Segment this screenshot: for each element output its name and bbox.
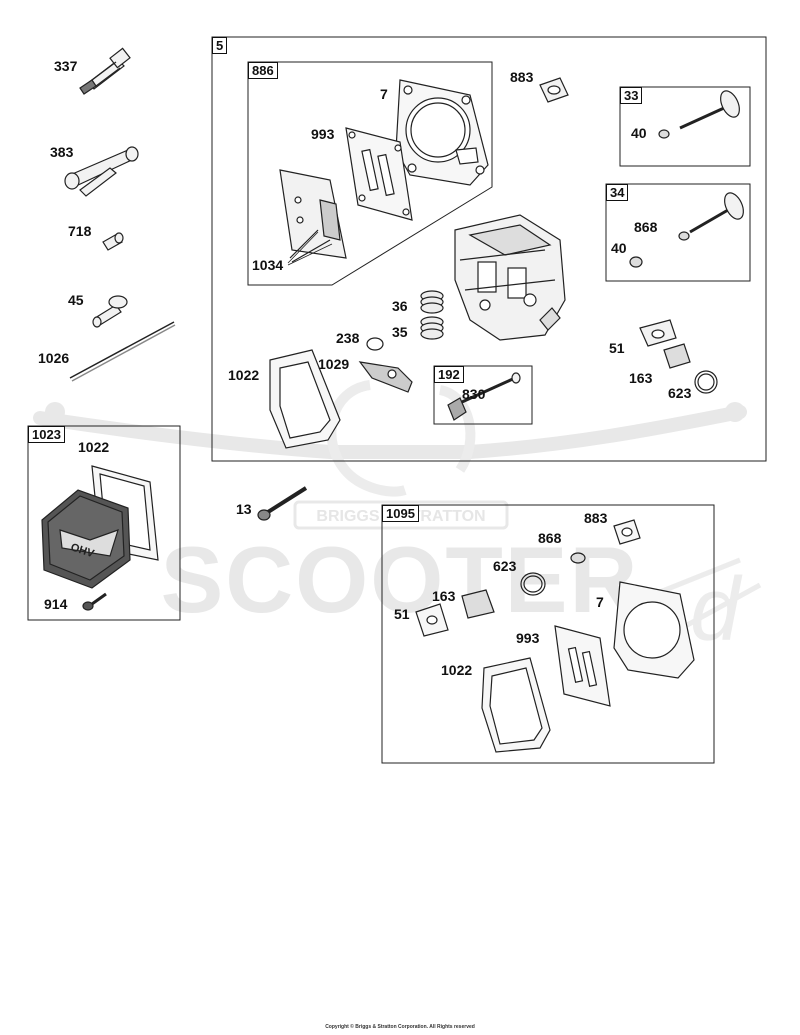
callout-36: 36	[392, 298, 408, 314]
callout-7-set: 7	[596, 594, 604, 610]
group-5-label: 5	[212, 37, 228, 54]
callout-35: 35	[392, 324, 408, 340]
group-5-frame	[211, 36, 767, 462]
intake-gaskets-part	[639, 319, 718, 394]
valve-seal-part	[366, 337, 384, 351]
group-886-label: 886	[248, 62, 278, 79]
callout-993-set: 993	[516, 630, 540, 646]
callout-163: 163	[629, 370, 653, 386]
callout-1022: 1022	[228, 367, 260, 383]
breather-plate-part	[279, 169, 347, 263]
rocker-arm-part	[358, 361, 413, 393]
callout-1022-cover: 1022	[78, 439, 110, 455]
callout-883-set: 883	[584, 510, 608, 526]
callout-51-set: 51	[394, 606, 410, 622]
spark-plug-part	[79, 47, 131, 95]
callout-1022-set: 1022	[441, 662, 473, 678]
callout-718: 718	[68, 223, 92, 239]
group-1095-label: 1095	[382, 505, 419, 522]
group-34-label: 34	[606, 184, 629, 201]
callout-45: 45	[68, 292, 84, 308]
group-33-frame	[619, 86, 751, 167]
group-192-frame	[433, 365, 533, 425]
leader-lines	[287, 231, 333, 266]
exhaust-gasket-part	[539, 77, 569, 103]
bolt-part	[257, 486, 308, 521]
callout-163-set: 163	[432, 588, 456, 604]
callout-238: 238	[336, 330, 360, 346]
callout-914: 914	[44, 596, 68, 612]
cover-screw-part	[82, 592, 107, 611]
cover-gasket-part	[269, 349, 341, 449]
intake-valve-part	[658, 90, 740, 139]
callout-1029: 1029	[318, 356, 350, 372]
plug-wrench-part	[64, 146, 139, 197]
valve-guide-part	[92, 295, 128, 328]
callout-868-set: 868	[538, 530, 562, 546]
callout-993: 993	[311, 126, 335, 142]
callout-830: 830	[462, 386, 486, 402]
watermark: BRIGGS & STRATTON SCOOTER d	[33, 380, 762, 660]
callout-51: 51	[609, 340, 625, 356]
pin-part	[102, 232, 124, 251]
watermark-brand-main: SCOOTER	[161, 527, 640, 632]
exhaust-valve-part	[629, 192, 744, 268]
gasket-set-part	[415, 519, 695, 753]
intake-gasket-part	[345, 127, 413, 221]
callout-868: 868	[634, 219, 658, 235]
callout-1034: 1034	[252, 257, 284, 273]
copyright-footer: Copyright © Briggs & Stratton Corporatio…	[325, 1024, 475, 1030]
group-1023-label: 1023	[28, 426, 65, 443]
callout-1026: 1026	[38, 350, 70, 366]
callout-40-b: 40	[611, 240, 627, 256]
stud-part	[447, 372, 521, 421]
callout-383: 383	[50, 144, 74, 160]
group-1023-frame	[27, 425, 181, 621]
callout-883: 883	[510, 69, 534, 85]
callout-623-set: 623	[493, 558, 517, 574]
callout-623: 623	[668, 385, 692, 401]
head-gasket-part	[395, 79, 489, 186]
group-33-label: 33	[620, 87, 643, 104]
push-rod-part	[69, 321, 176, 382]
callout-40-a: 40	[631, 125, 647, 141]
group-1095-frame	[381, 504, 715, 764]
group-34-frame	[605, 183, 751, 282]
group-886-frame	[247, 61, 493, 286]
group-192-label: 192	[434, 366, 464, 383]
valve-spring-part	[420, 290, 444, 340]
callout-7: 7	[380, 86, 388, 102]
callout-337: 337	[54, 58, 78, 74]
cylinder-head-part	[454, 214, 566, 341]
valve-cover-part	[41, 465, 159, 589]
callout-13: 13	[236, 501, 252, 517]
